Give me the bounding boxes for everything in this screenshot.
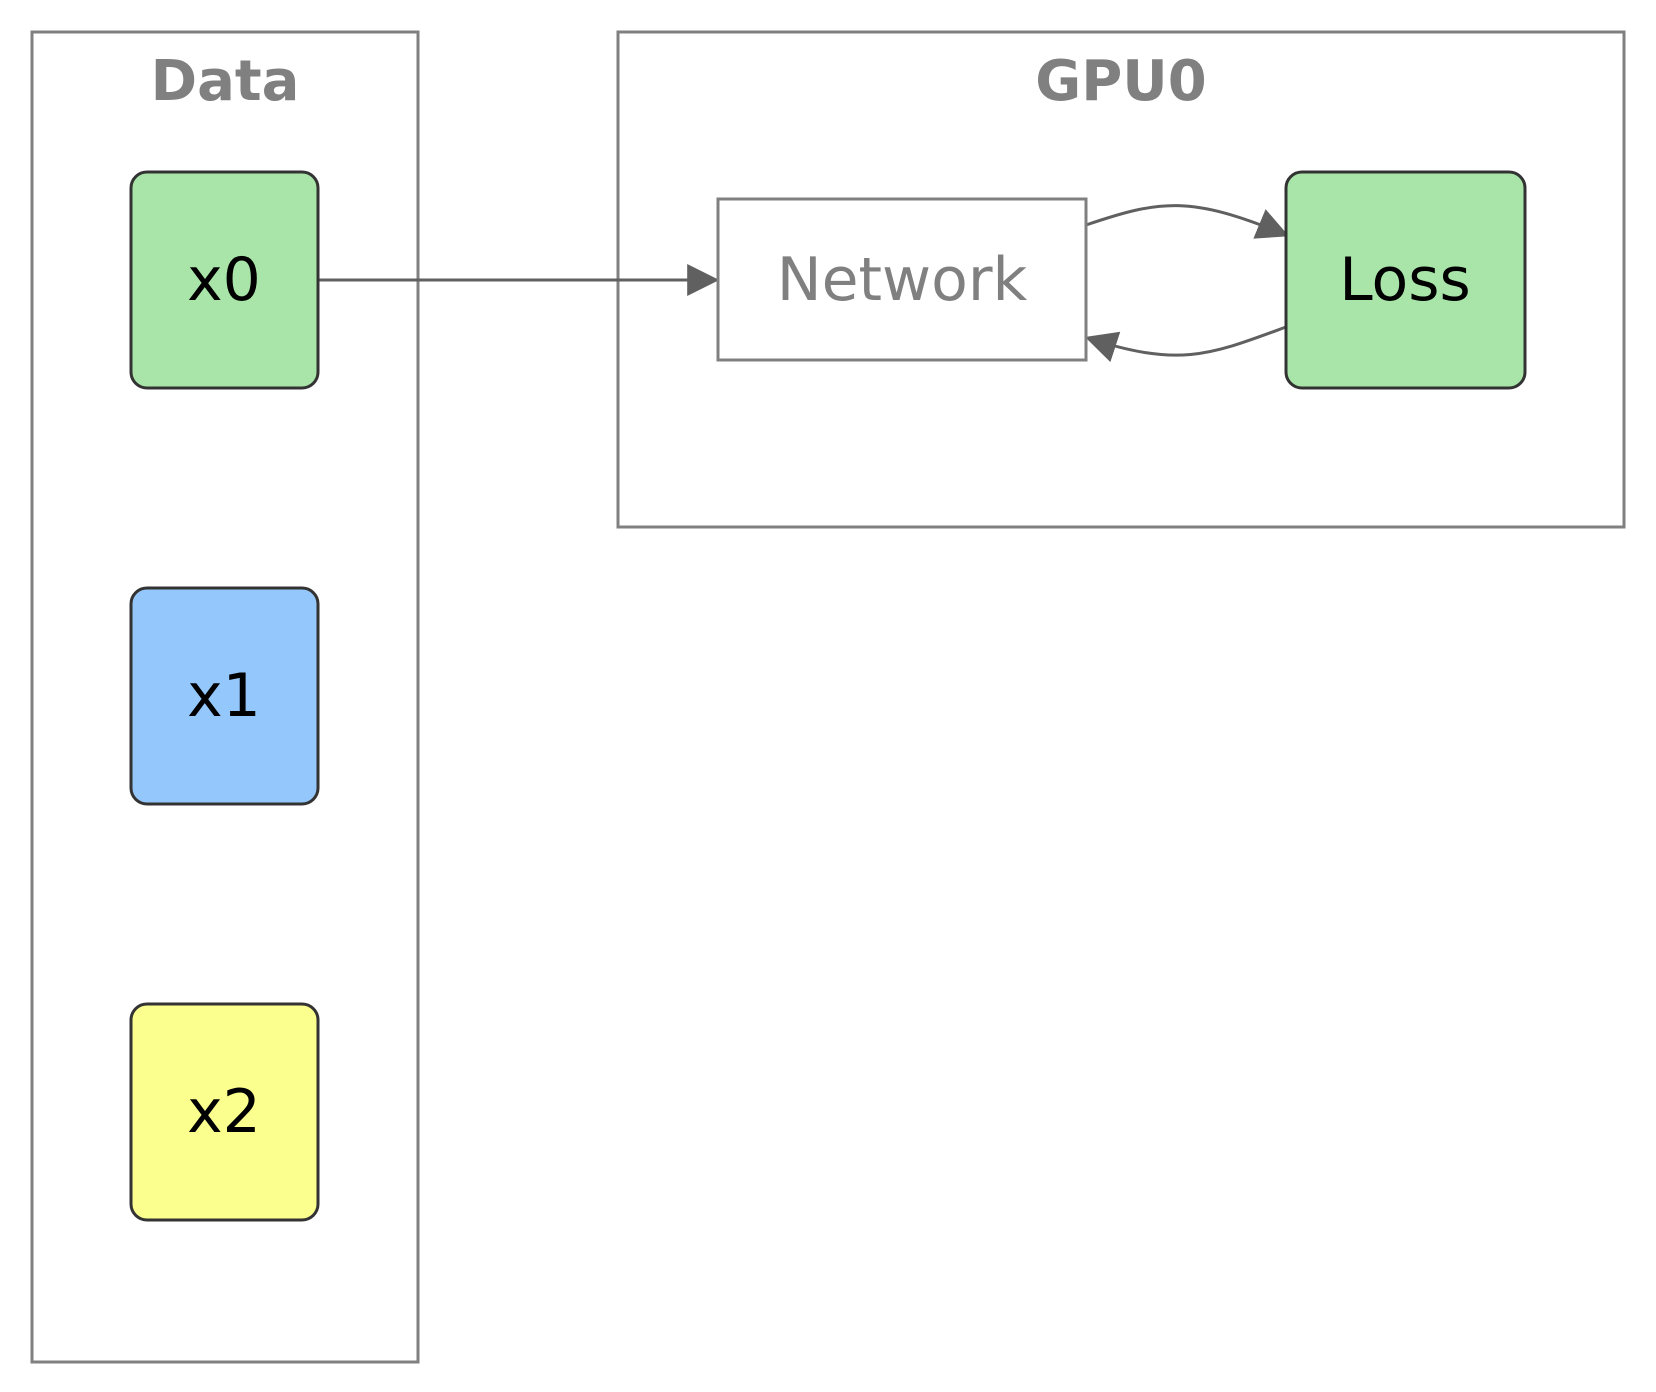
node-network-label: Network [777,245,1028,315]
cluster-gpu0-title: GPU0 [1035,49,1206,114]
node-x0: x0 [129,170,320,390]
node-x2-box [129,1002,320,1222]
cluster-data-title: Data [151,49,300,114]
node-x0-label: x0 [187,245,261,315]
node-x2-label: x2 [187,1077,261,1147]
node-x2: x2 [129,1002,320,1222]
node-network: Network [716,197,1088,362]
node-network-box [716,197,1088,362]
node-loss-box [1284,170,1527,390]
node-x1-box [129,586,320,806]
node-x0-box [129,170,320,390]
node-loss: Loss [1284,170,1527,390]
node-loss-label: Loss [1339,245,1471,315]
edge-loss-to-network [1084,325,1287,363]
edge-network-to-loss [1085,204,1289,239]
node-x1: x1 [129,586,320,806]
node-x1-label: x1 [187,661,261,731]
